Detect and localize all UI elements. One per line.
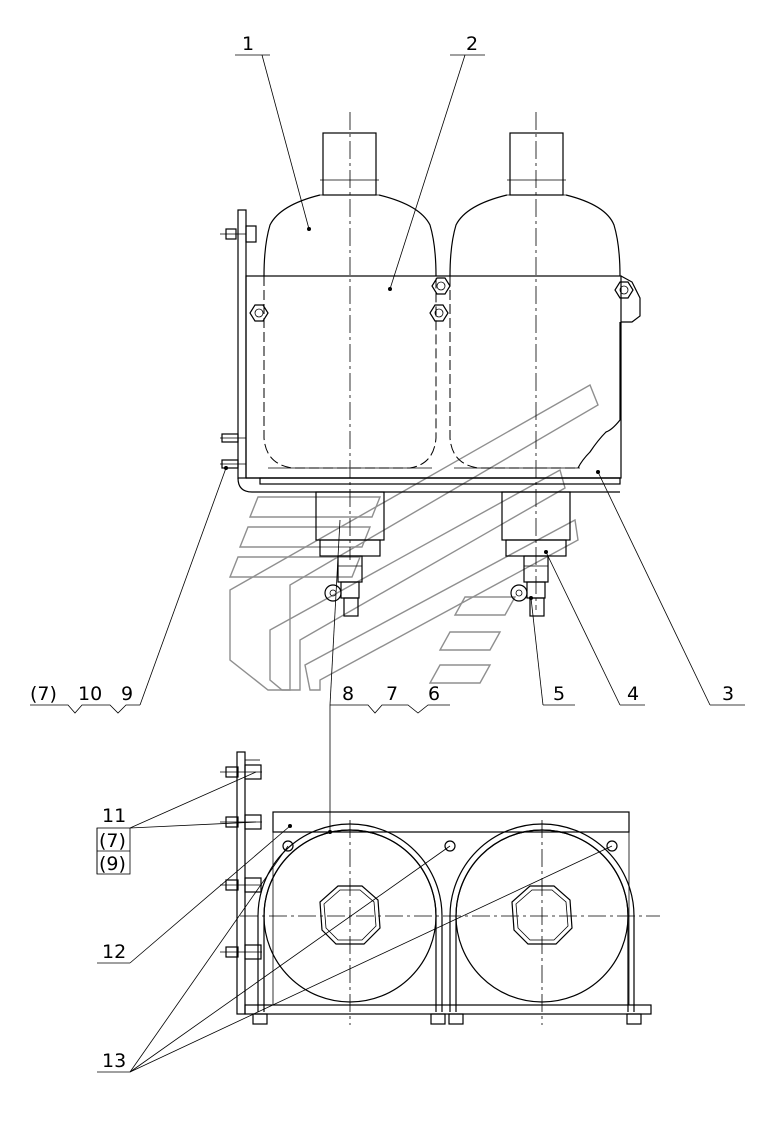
leader-lines-bottom: [96, 705, 613, 1073]
bracket-bolt: [220, 225, 257, 243]
hex-nut: [249, 304, 269, 322]
hex-nut: [429, 304, 449, 322]
plate-bolt: [220, 764, 262, 780]
callout-12: 12: [102, 941, 126, 963]
air-tank-right: [449, 112, 621, 610]
u-bolt-nut: [626, 1013, 642, 1025]
callout-5: 5: [553, 683, 565, 705]
callout-6: 6: [428, 683, 440, 705]
back-panel: [272, 811, 630, 833]
callout-11-7: (7): [99, 830, 126, 852]
hex-nut: [431, 277, 451, 295]
callout-4: 4: [627, 683, 639, 705]
callout-3: 3: [722, 683, 734, 705]
callout-7-paren: (7): [30, 683, 57, 705]
top-view: [96, 705, 660, 1073]
clamp-band: [245, 275, 622, 479]
u-bolt-nut: [252, 1013, 268, 1025]
drain-valve-left: [315, 491, 385, 617]
callout-11: 11: [102, 805, 126, 827]
base-plate: [244, 1004, 652, 1015]
clamp-nut: [444, 840, 456, 852]
callout-labels: 1 2 3 4 5 (7) 10 9 8 7 6 11 (7) (9) 12 1…: [30, 33, 734, 1072]
bracket-bend: [237, 477, 620, 493]
plate-bolt: [220, 877, 262, 893]
hex-nut: [614, 281, 634, 299]
callout-10: 10: [78, 683, 102, 705]
callout-11-9: (9): [99, 853, 126, 875]
callout-7: 7: [386, 683, 398, 705]
air-tank-left: [263, 112, 437, 560]
clamp-nut: [282, 840, 294, 852]
drain-valve-right: [501, 491, 571, 617]
callout-2: 2: [466, 33, 478, 55]
tank-end-right: [449, 820, 635, 1025]
callout-13: 13: [102, 1050, 126, 1072]
leader-lines-top: [30, 54, 745, 714]
bracket-bolt: [220, 433, 246, 443]
plate-bolt: [220, 944, 262, 960]
u-bolt-nut: [448, 1013, 464, 1025]
bracket-bolt: [220, 459, 246, 469]
band-ear: [620, 275, 641, 323]
front-view: [30, 54, 745, 714]
callout-9: 9: [121, 683, 133, 705]
callout-8: 8: [342, 683, 354, 705]
u-bolt-nut: [430, 1013, 446, 1025]
callout-1: 1: [242, 33, 254, 55]
watermark-logo: [228, 383, 599, 691]
clamp-nut: [606, 840, 618, 852]
